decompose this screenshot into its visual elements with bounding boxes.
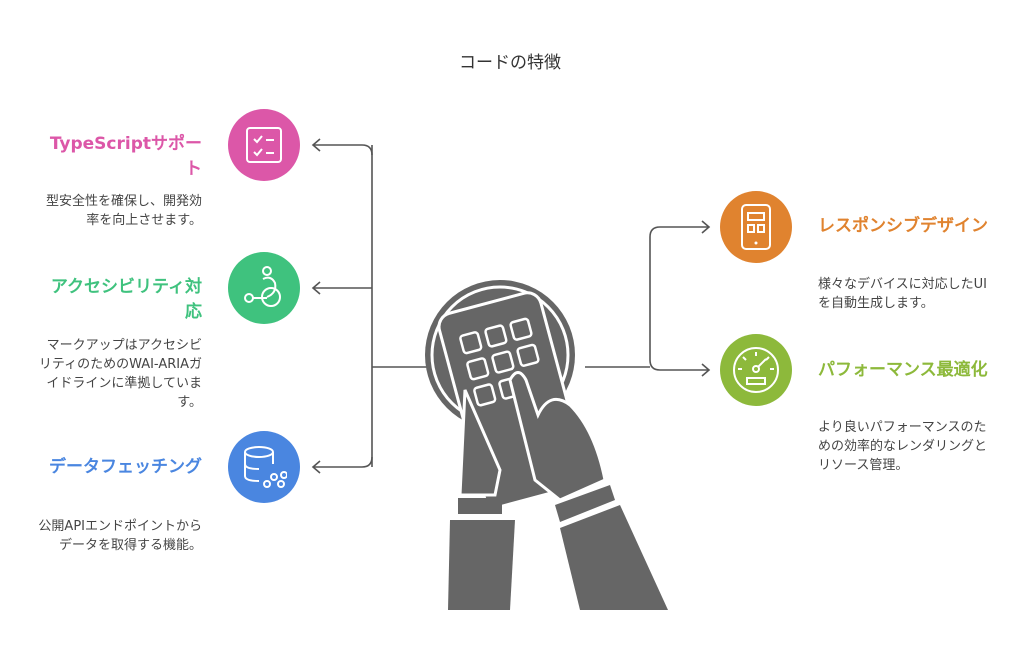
feature-title: アクセシビリティ対応	[50, 277, 202, 322]
feature-title: レスポンシブデザイン	[818, 216, 988, 236]
feature-description: 型安全性を確保し、開発効率を向上させます。	[45, 194, 202, 228]
diagram-title: コードの特徴	[459, 53, 561, 73]
feature-icon-circle	[720, 191, 792, 263]
feature-description: マークアップはアクセシビリティのためのWAI-ARIAガイドラインに準拠していま…	[38, 338, 202, 410]
feature-description: より良いパフォーマンスのための効率的なレンダリングとリソース管理。	[818, 420, 988, 473]
tablet-icon	[741, 204, 771, 250]
feature-description: 様々なデバイスに対応したUIを自動生成します。	[818, 277, 987, 311]
hand-phone-illustration	[425, 280, 668, 610]
feature-icon-circle	[228, 431, 300, 503]
database-icon	[244, 446, 287, 488]
feature-icon-circle	[228, 252, 300, 324]
feature-title: TypeScriptサポート	[49, 134, 202, 179]
feature-icon-circle	[228, 109, 300, 181]
feature-title: パフォーマンス最適化	[818, 360, 988, 380]
checklist-icon	[246, 127, 282, 163]
accessibility-icon	[244, 266, 281, 307]
feature-description: 公開APIエンドポイントからデータを取得する機能。	[38, 519, 202, 553]
speedometer-icon	[733, 347, 779, 393]
feature-title: データフェッチング	[49, 457, 202, 477]
feature-icon-circle	[720, 334, 792, 406]
